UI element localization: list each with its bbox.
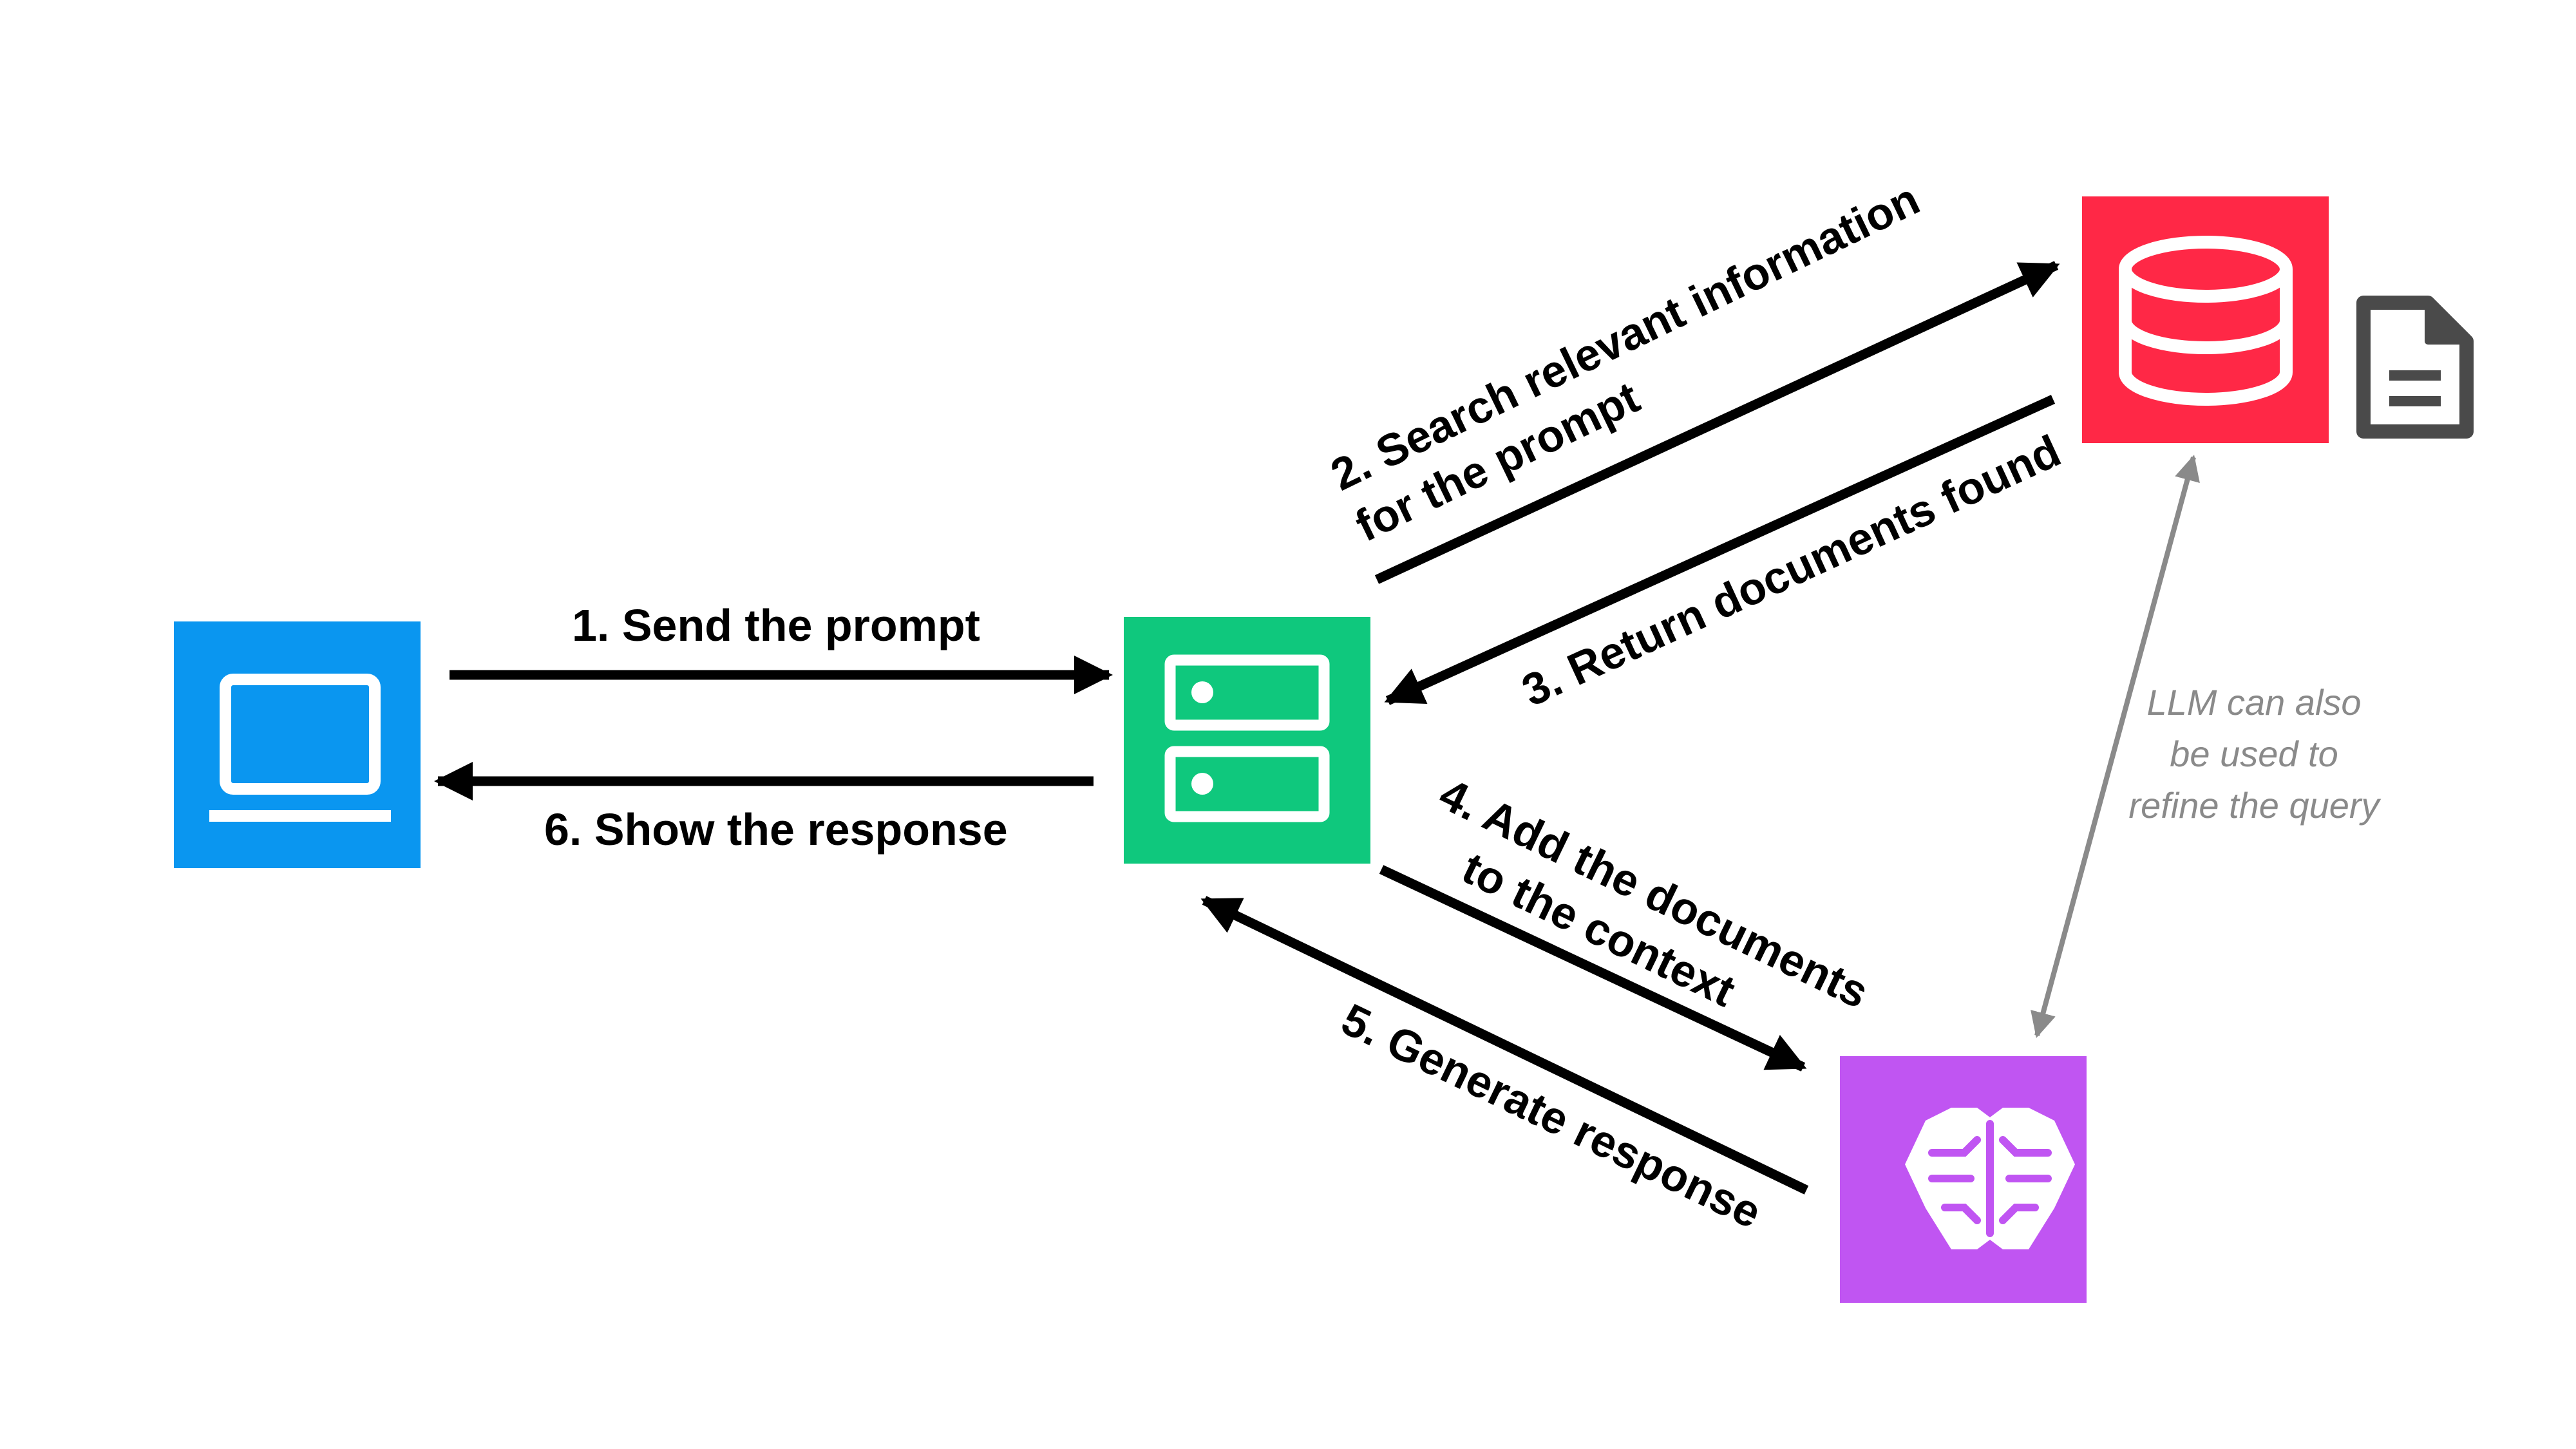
note-line-3: refine the query xyxy=(2128,785,2381,826)
server-node xyxy=(1124,617,1370,864)
step-5-label: 5. Generate response xyxy=(1334,994,1768,1238)
refine-query-note: LLM can also be used to refine the query xyxy=(2128,682,2381,826)
arrow-generate xyxy=(1200,896,1809,1195)
client-node xyxy=(174,621,421,868)
note-line-2: be used to xyxy=(2170,734,2338,774)
brain-icon xyxy=(1905,1108,2075,1249)
arrow-add-docs xyxy=(1379,865,1807,1072)
server-icon xyxy=(1164,654,1330,822)
llm-node xyxy=(1840,1056,2087,1303)
step-2-label-line1: 2. Search relevant information xyxy=(1323,173,1927,500)
step-3-label: 3. Return documents found xyxy=(1515,426,2068,716)
step-6-label: 6. Show the response xyxy=(544,804,1008,855)
arrow-search xyxy=(1374,261,2060,584)
arrow-refine-query xyxy=(2031,455,2200,1038)
arrow-return-docs xyxy=(1384,395,2056,705)
database-node xyxy=(2082,196,2329,443)
database-icon xyxy=(2119,236,2293,406)
step-1-label: 1. Send the prompt xyxy=(572,600,980,650)
laptop-icon xyxy=(209,674,391,822)
document-icon xyxy=(2356,296,2474,439)
note-line-1: LLM can also xyxy=(2146,682,2361,723)
